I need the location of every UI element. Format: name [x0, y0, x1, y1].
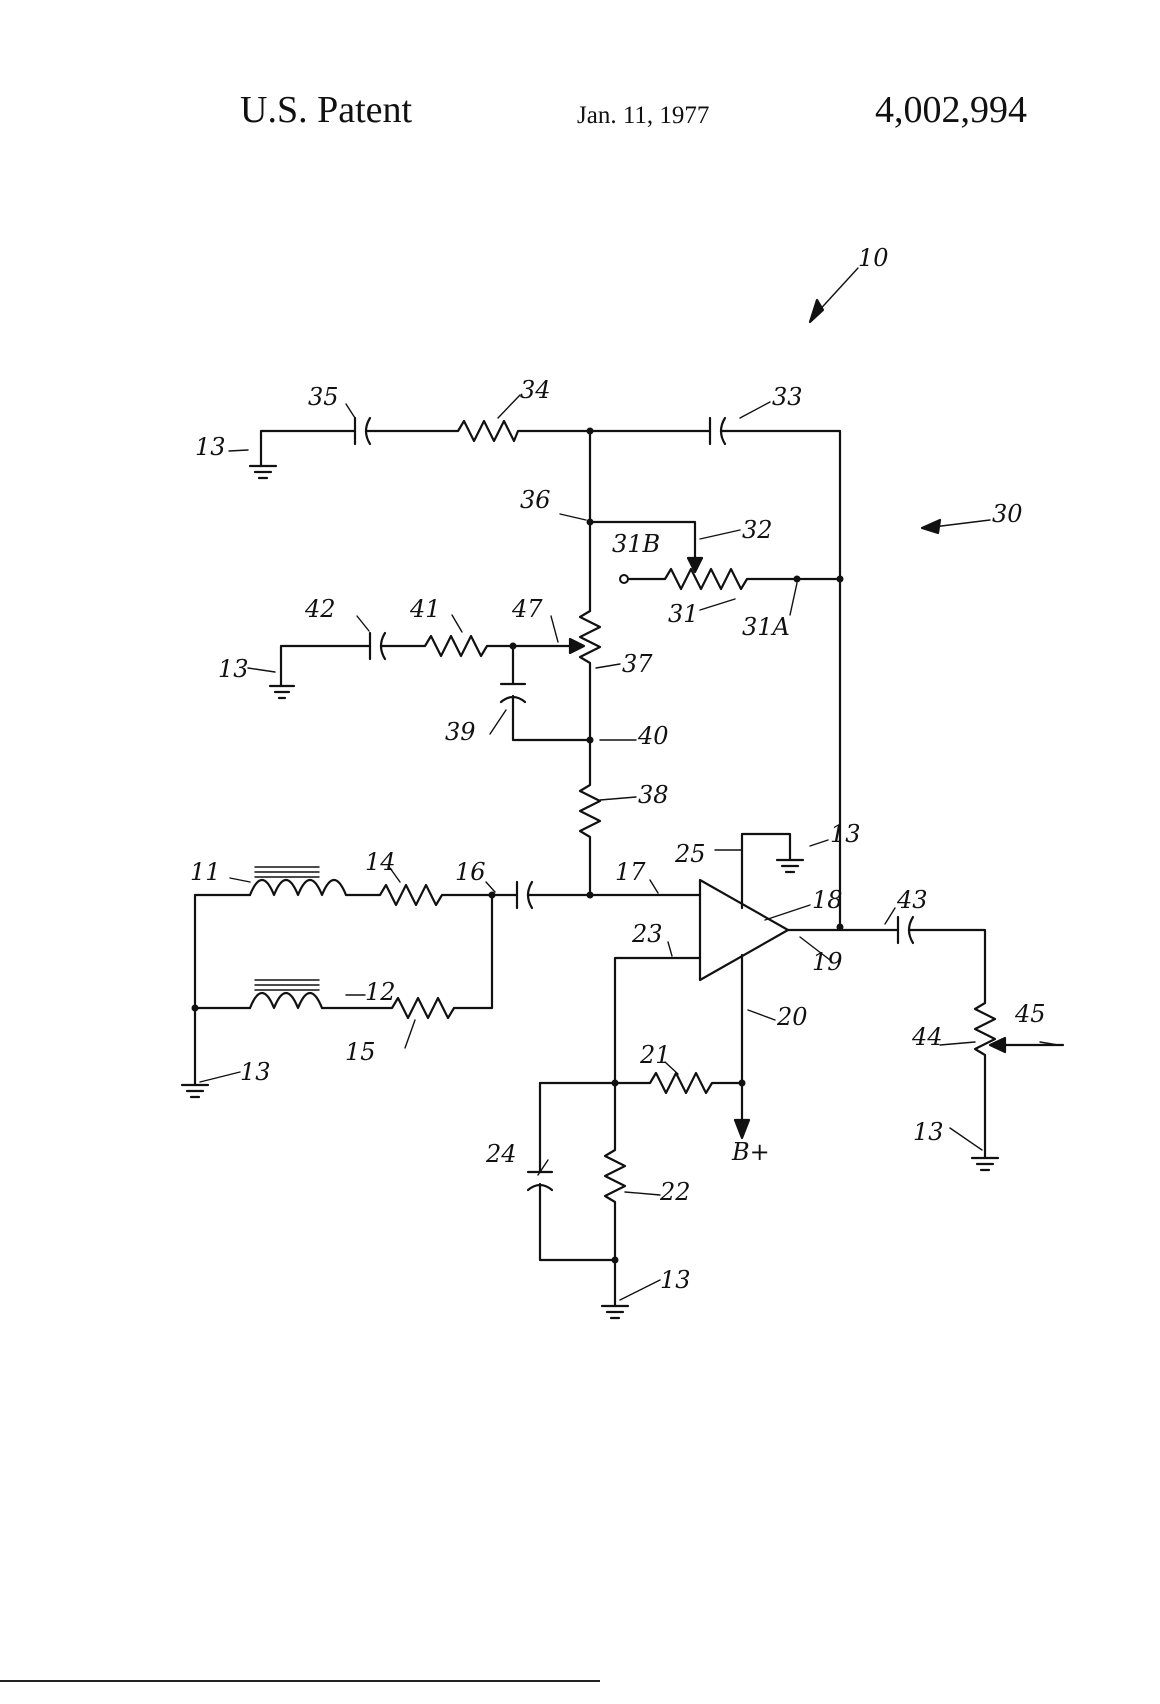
label-36: 36 [520, 486, 551, 514]
label-23: 23 [631, 920, 663, 948]
label-31b: 31B [612, 530, 660, 558]
label-30: 30 [992, 500, 1023, 528]
label-11: 11 [190, 858, 221, 886]
leader-lines [199, 267, 1059, 1301]
coil-network [180, 866, 702, 1099]
label-16: 16 [455, 858, 486, 886]
label-34: 34 [520, 376, 551, 404]
label-10: 10 [858, 244, 889, 272]
reference-labels: 10 30 35 34 33 13 36 32 31B 31 31A 42 41… [190, 244, 1046, 1294]
label-33: 33 [772, 383, 803, 411]
patent-header: U.S. Patent Jan. 11, 1977 4,002,994 [0, 0, 1160, 160]
label-21: 21 [639, 1041, 671, 1069]
label-bplus: B+ [731, 1138, 770, 1166]
label-13-e: 13 [913, 1118, 944, 1146]
label-18: 18 [812, 886, 843, 914]
label-41: 41 [409, 595, 441, 623]
label-45: 45 [1014, 1000, 1046, 1028]
output-network [838, 915, 1065, 1172]
patent-number: 4,002,994 [875, 89, 1027, 131]
center-vertical [578, 429, 602, 899]
label-13-f: 13 [660, 1266, 691, 1294]
label-38: 38 [638, 781, 669, 809]
label-43: 43 [896, 886, 928, 914]
label-37: 37 [622, 650, 653, 678]
label-31: 31 [668, 600, 699, 628]
label-15: 15 [345, 1038, 376, 1066]
label-19: 19 [812, 948, 843, 976]
patent-date: Jan. 11, 1977 [577, 102, 710, 129]
label-13-b: 13 [218, 655, 249, 683]
bottom-rule [0, 1680, 600, 1682]
label-25: 25 [674, 840, 706, 868]
ground-13-mid [268, 684, 296, 700]
feedback-network [526, 1071, 746, 1320]
label-13-d: 13 [240, 1058, 271, 1086]
label-44: 44 [911, 1023, 943, 1051]
branch-41-42 [279, 631, 592, 742]
potentiometer-31 [588, 520, 844, 591]
label-42: 42 [304, 595, 336, 623]
label-12: 12 [365, 978, 396, 1006]
patent-title: U.S. Patent [240, 89, 413, 131]
amplifier-18 [613, 832, 844, 1140]
label-39: 39 [445, 718, 476, 746]
ground-13-top [248, 464, 278, 480]
label-20: 20 [776, 1003, 808, 1031]
label-13-a: 13 [195, 433, 226, 461]
label-13-c: 13 [830, 820, 861, 848]
label-47: 47 [511, 595, 543, 623]
label-14: 14 [365, 848, 396, 876]
label-31a: 31A [742, 613, 790, 641]
label-32: 32 [742, 516, 773, 544]
label-24: 24 [485, 1140, 517, 1168]
top-branch [259, 416, 842, 929]
label-35: 35 [308, 383, 339, 411]
label-17: 17 [615, 858, 646, 886]
label-40: 40 [637, 722, 669, 750]
label-22: 22 [659, 1178, 691, 1206]
